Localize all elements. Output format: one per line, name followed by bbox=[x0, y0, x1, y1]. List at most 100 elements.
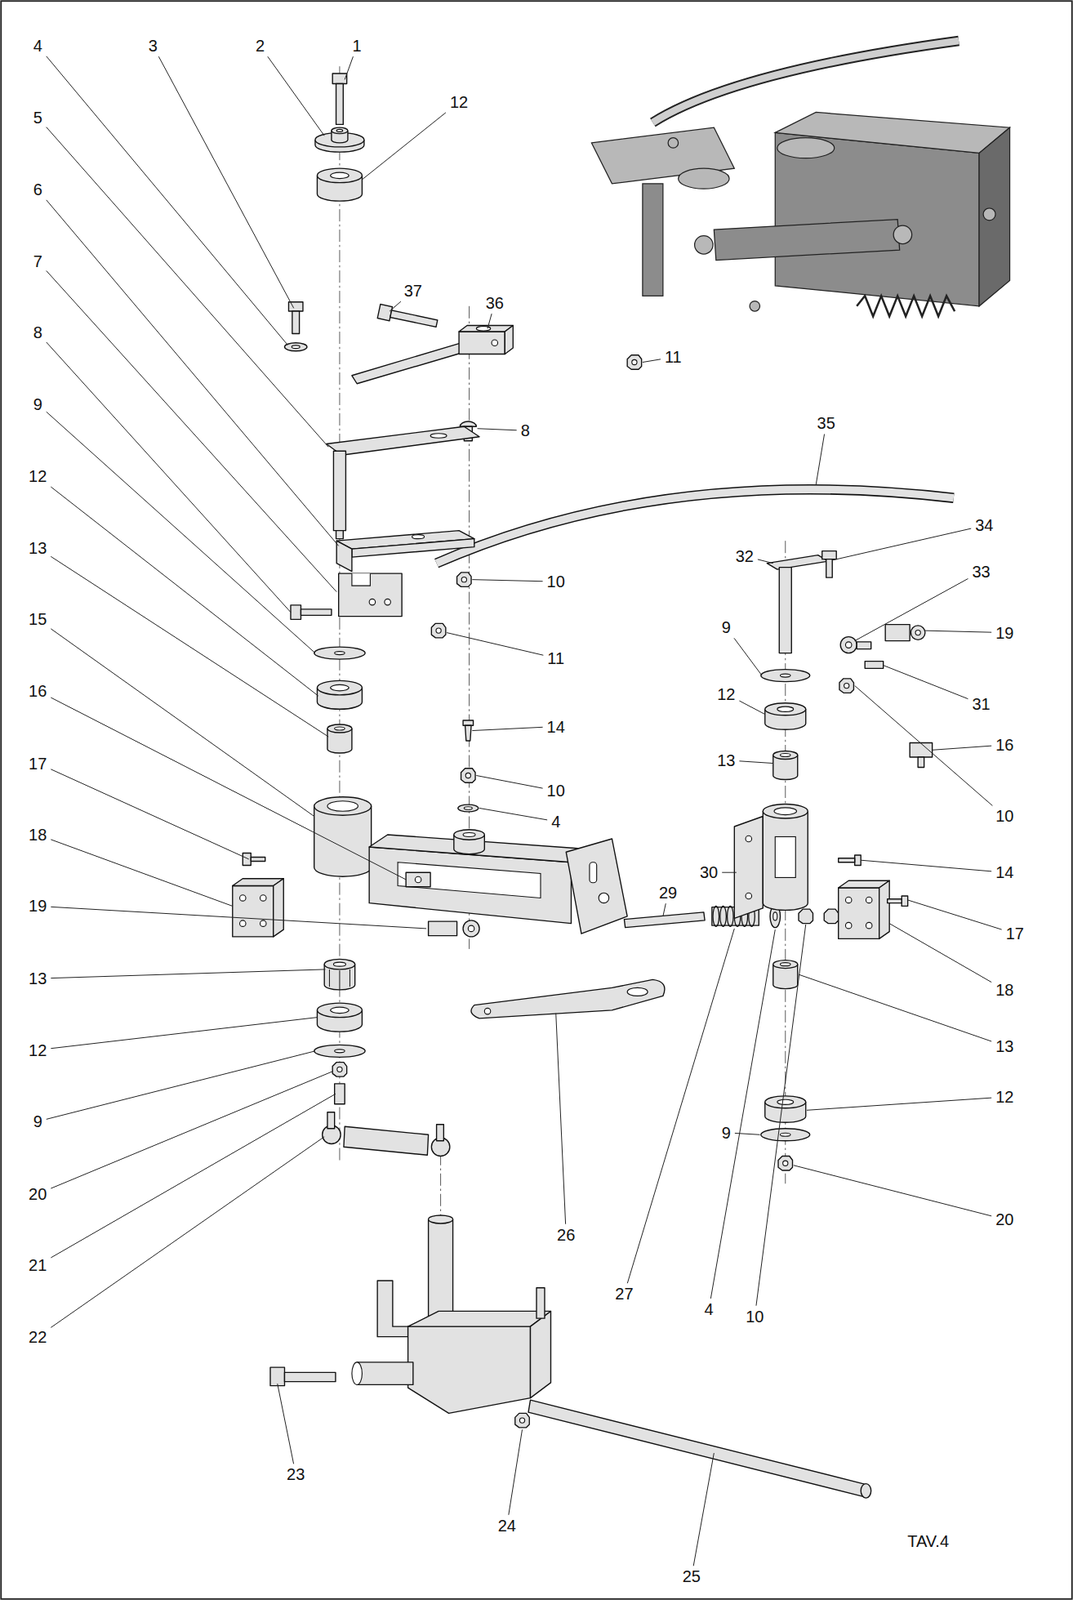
right-stack-parts-shape bbox=[887, 899, 902, 904]
base-assembly-shape bbox=[284, 1371, 335, 1381]
leader-line bbox=[50, 769, 249, 860]
leader-line bbox=[815, 433, 824, 485]
base-assembly-shape bbox=[428, 1215, 454, 1224]
leader-line bbox=[50, 1136, 325, 1328]
left-stack-parts-shape bbox=[292, 311, 300, 334]
callout-number: 4 bbox=[550, 813, 561, 830]
leader-line bbox=[932, 745, 993, 750]
bracket-15-shape bbox=[589, 862, 597, 883]
inset-assembly-shape bbox=[694, 235, 713, 254]
left-stack-parts-shape bbox=[458, 804, 479, 812]
base-assembly bbox=[270, 1215, 872, 1498]
callout-number: 13 bbox=[27, 539, 48, 557]
callout-number: 10 bbox=[994, 807, 1015, 824]
leader-line bbox=[642, 359, 661, 363]
leader-line bbox=[389, 301, 401, 312]
leader-line bbox=[50, 1071, 333, 1189]
bracket-15-shape bbox=[397, 862, 541, 899]
callout-number: 10 bbox=[744, 1308, 765, 1325]
base-assembly-shape bbox=[356, 1362, 414, 1385]
callout-number: 17 bbox=[27, 755, 48, 772]
right-stack-parts-shape bbox=[773, 751, 798, 760]
leader-line bbox=[710, 929, 775, 1299]
left-stack-parts-shape bbox=[384, 598, 391, 605]
left-stack-parts-shape bbox=[430, 433, 447, 438]
bracket-15-shape bbox=[250, 856, 265, 861]
left-stack-parts-shape bbox=[331, 127, 348, 134]
callout-number: 5 bbox=[32, 109, 44, 126]
base-assembly-shape bbox=[528, 1399, 868, 1497]
inset-assembly-shape bbox=[652, 40, 959, 123]
left-stack-parts-shape bbox=[284, 342, 307, 352]
right-stack-parts-shape bbox=[779, 567, 792, 654]
right-stack-parts-shape bbox=[780, 962, 791, 967]
callout-number: 13 bbox=[994, 1037, 1015, 1055]
left-stack-parts-shape bbox=[326, 426, 480, 455]
spring-rod-parts-shape bbox=[484, 1007, 490, 1014]
left-stack-parts-shape bbox=[461, 768, 476, 783]
bracket-15-shape bbox=[565, 838, 628, 934]
leader-line bbox=[508, 1429, 523, 1514]
callout-number: 9 bbox=[32, 396, 44, 413]
inset-assembly-shape bbox=[777, 138, 835, 159]
callout-number: 3 bbox=[147, 37, 159, 54]
callout-number: 2 bbox=[254, 37, 266, 54]
callout-number: 9 bbox=[32, 1113, 44, 1130]
leader-line bbox=[757, 559, 774, 564]
lower-left-parts-shape bbox=[316, 1002, 362, 1017]
leader-line bbox=[50, 697, 406, 880]
left-stack-parts-shape bbox=[333, 450, 346, 530]
leader-line bbox=[277, 1383, 294, 1464]
right-stack-parts-shape bbox=[826, 559, 833, 578]
right-stack-parts-shape bbox=[839, 678, 854, 693]
leader-line bbox=[756, 924, 806, 1306]
left-stack-parts-shape bbox=[491, 339, 498, 346]
leader-line bbox=[793, 1165, 992, 1216]
leader-line bbox=[46, 127, 329, 448]
plate-number: TAV.4 bbox=[906, 1532, 950, 1550]
inset-assembly-shape bbox=[652, 40, 959, 123]
right-stack-parts-shape bbox=[838, 887, 880, 939]
left-stack-parts-shape bbox=[338, 573, 402, 616]
callout-number: 25 bbox=[681, 1567, 702, 1585]
right-stack-parts-shape bbox=[864, 661, 883, 669]
lower-left-parts-shape bbox=[436, 1124, 445, 1141]
bracket-15-shape bbox=[232, 885, 274, 936]
bracket-15-shape bbox=[428, 921, 458, 935]
left-stack-parts-shape bbox=[461, 577, 467, 583]
callout-number: 27 bbox=[614, 1285, 634, 1302]
bracket-15-shape bbox=[273, 878, 284, 937]
lower-left-parts-shape bbox=[327, 1112, 335, 1129]
leader-line bbox=[158, 56, 294, 308]
left-stack-parts-shape bbox=[458, 331, 505, 354]
leader-line bbox=[734, 1132, 761, 1135]
callout-number: 11 bbox=[663, 348, 683, 366]
left-stack-parts-shape bbox=[291, 345, 300, 349]
right-stack-parts-shape bbox=[845, 896, 851, 903]
rod-35-shape bbox=[436, 489, 954, 563]
leader-line bbox=[50, 628, 314, 817]
inset-assembly-shape bbox=[979, 127, 1010, 307]
base-assembly-shape bbox=[536, 1287, 545, 1318]
callout-number: 11 bbox=[546, 650, 566, 667]
leader-line bbox=[50, 1093, 336, 1258]
bracket-15-shape bbox=[260, 894, 267, 901]
callout-number: 23 bbox=[285, 1465, 306, 1483]
base-assembly-shape bbox=[408, 1326, 531, 1413]
left-stack-parts-shape bbox=[330, 684, 349, 691]
right-stack-parts-shape bbox=[777, 706, 794, 712]
callout-number: 19 bbox=[27, 897, 48, 914]
lower-left-parts-shape bbox=[349, 969, 351, 987]
leader-line bbox=[46, 200, 339, 547]
bracket-15-shape bbox=[405, 872, 431, 887]
inset-assembly-shape bbox=[749, 301, 760, 312]
leader-line bbox=[267, 56, 325, 136]
lower-left-parts-shape bbox=[337, 1066, 343, 1072]
leader-line bbox=[46, 1050, 316, 1120]
left-stack-parts-shape bbox=[330, 172, 349, 179]
callout-number: 14 bbox=[546, 718, 566, 735]
right-stack-parts-shape bbox=[854, 854, 861, 865]
bracket-15-shape bbox=[240, 920, 246, 927]
bracket-15-shape bbox=[467, 925, 474, 931]
